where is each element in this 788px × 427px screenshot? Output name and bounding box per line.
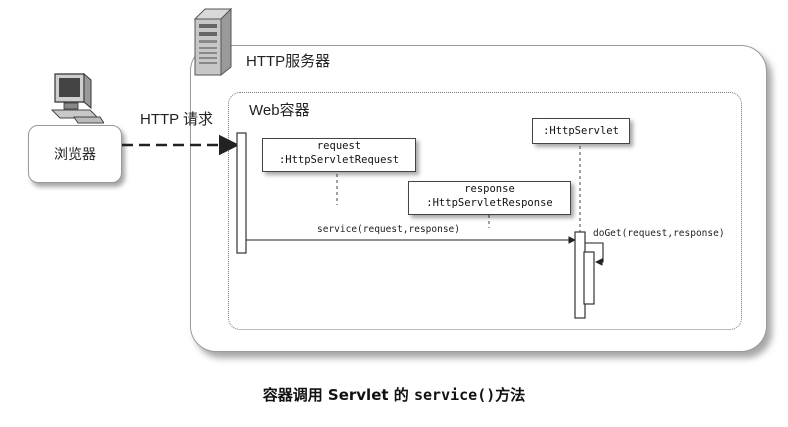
- http-server-label: HTTP服务器: [246, 53, 331, 70]
- service-call-label: service(request,response): [317, 224, 460, 235]
- response-object-type: :HttpServletResponse: [426, 197, 553, 209]
- browser-label: 浏览器: [54, 147, 96, 163]
- request-object-name: request: [316, 140, 362, 152]
- web-container-box: [228, 92, 742, 330]
- response-object: response :HttpServletResponse: [408, 181, 571, 215]
- http-request-label: HTTP 请求: [140, 111, 214, 128]
- doget-self-arrow: [585, 242, 604, 266]
- container-activation-bar: [236, 132, 247, 254]
- response-object-name: response: [464, 183, 515, 195]
- servlet-object: :HttpServlet: [532, 118, 630, 144]
- servlet-object-type: :HttpServlet: [543, 125, 619, 137]
- caption-code: service(): [414, 386, 496, 404]
- caption-suffix: 方法: [495, 386, 526, 404]
- computer-icon: [50, 72, 104, 124]
- caption-prefix: 容器调用 Servlet 的: [262, 386, 414, 404]
- browser-box: 浏览器: [28, 125, 122, 183]
- figure-caption: 容器调用 Servlet 的 service()方法: [0, 384, 788, 405]
- doget-activation-bar: [583, 251, 595, 305]
- doget-call-label: doGet(request,response): [593, 228, 725, 239]
- request-object: request :HttpServletRequest: [262, 138, 416, 172]
- server-icon: [193, 7, 233, 77]
- web-container-label: Web容器: [249, 102, 310, 119]
- request-object-type: :HttpServletRequest: [278, 154, 400, 166]
